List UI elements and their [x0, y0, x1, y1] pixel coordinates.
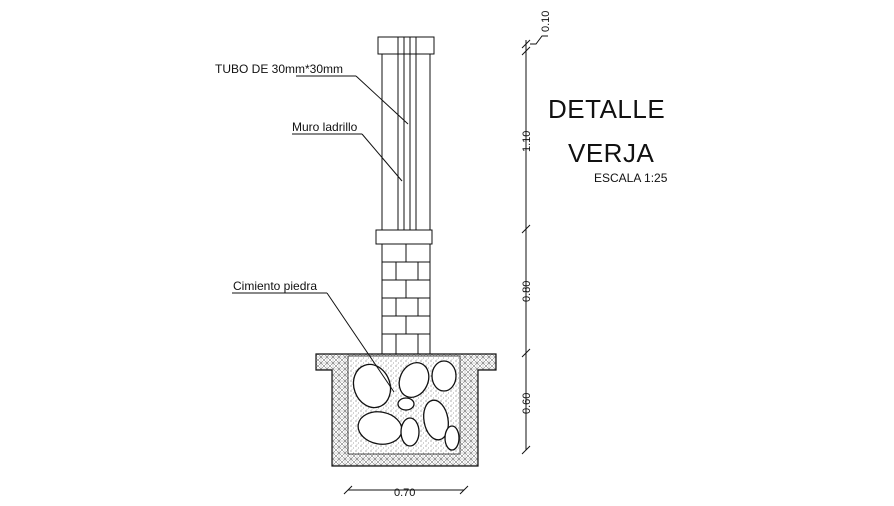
- dimension-top-value: 0.10: [540, 11, 552, 32]
- stone-foundation: [315, 353, 497, 467]
- dimension-width-value: 0.70: [394, 487, 415, 499]
- dimension-upper-value: 1.10: [521, 131, 533, 152]
- scale-label: ESCALA 1:25: [594, 171, 668, 185]
- brick-wall: [375, 229, 433, 355]
- wall-label: Muro ladrillo: [292, 120, 358, 134]
- dimension-middle-value: 0.80: [521, 281, 533, 302]
- title-line-1: DETALLE: [548, 94, 665, 124]
- title-line-2: VERJA: [568, 138, 654, 168]
- pillar-upper: [377, 36, 435, 231]
- leader-lines: [232, 75, 409, 393]
- vertical-dimension-line: [521, 35, 548, 455]
- dimension-lower-value: 0.60: [521, 393, 533, 414]
- foundation-label: Cimiento piedra: [233, 279, 317, 293]
- tube-label: TUBO DE 30mm*30mm: [215, 62, 343, 76]
- horizontal-dimension-line: [343, 485, 469, 495]
